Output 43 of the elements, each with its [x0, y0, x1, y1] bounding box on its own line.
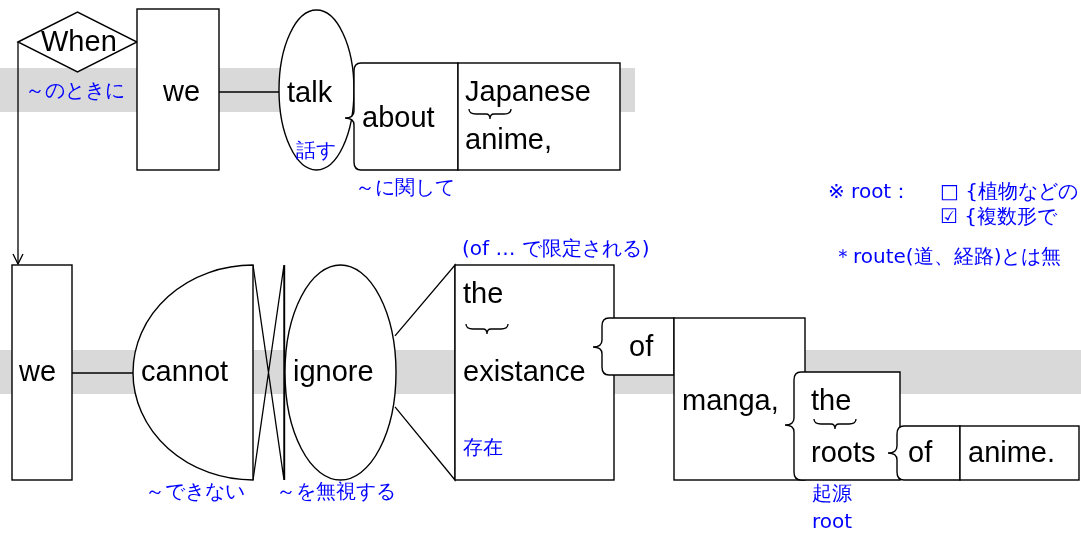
brace-box [345, 63, 458, 170]
word-text: talk [287, 78, 333, 107]
gloss-text: 話す [296, 140, 336, 160]
word-text: we [19, 357, 57, 386]
word-box [12, 265, 72, 480]
word-text: roots [811, 438, 876, 467]
word-text: the [463, 279, 504, 308]
word-text: of [908, 438, 933, 467]
note-text: ※ root： [828, 181, 912, 201]
word-box [458, 63, 620, 170]
word-text: about [362, 103, 435, 132]
gloss-text: root [812, 511, 853, 531]
gloss-text: (of … で限定される) [462, 238, 650, 258]
gloss-text: ～のときに [25, 80, 125, 100]
word-text: we [163, 77, 201, 106]
word-box [455, 265, 614, 480]
gloss-text: 起源 [812, 483, 852, 503]
word-text: the [811, 386, 852, 415]
verb-ellipse [284, 265, 396, 480]
word-text: anime. [968, 438, 1056, 467]
gloss-text: 存在 [463, 437, 503, 457]
word-box [137, 9, 219, 170]
word-text: manga, [682, 386, 779, 415]
word-text: anime, [465, 125, 553, 154]
word-text: of [629, 332, 654, 361]
note-text: □ {植物などの [940, 181, 1078, 201]
word-text: cannot [141, 357, 229, 386]
note-text: ＊route(道、経路)とは無 [833, 246, 1062, 266]
brace-box [785, 372, 900, 480]
connector-line [12, 41, 24, 265]
gloss-text: ～できない [145, 481, 245, 501]
word-text: existance [463, 357, 586, 386]
word-box [960, 426, 1079, 480]
word-text: ignore [293, 357, 374, 386]
note-text: ☑ {複数形で [940, 206, 1057, 226]
word-box [674, 318, 805, 480]
connector-lines [252, 264, 285, 481]
word-text: When [41, 27, 117, 56]
decision-diamond [18, 12, 137, 72]
verb-ellipse [279, 10, 354, 170]
gloss-text: ～に関して [355, 177, 455, 197]
word-text: Japanese [465, 77, 591, 106]
gloss-text: ～を無視する [276, 481, 396, 501]
